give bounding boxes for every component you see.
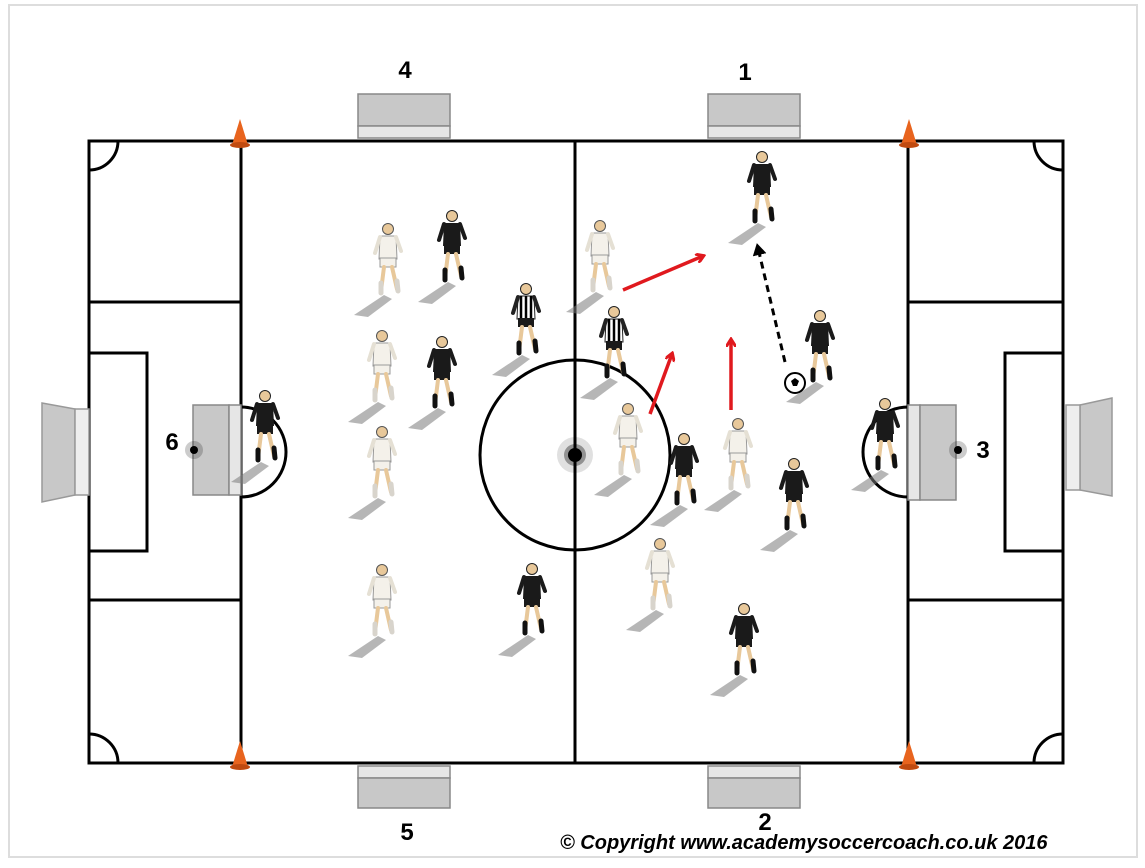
goal-1 <box>708 94 800 138</box>
left-outer-goal <box>42 403 89 502</box>
goal-3 <box>908 405 956 500</box>
goal-2 <box>708 766 800 808</box>
goal-label-4: 4 <box>398 57 412 84</box>
goal-4 <box>358 94 450 138</box>
copyright-text: © Copyright www.academysoccercoach.co.uk… <box>560 832 1140 858</box>
goal-label-1: 1 <box>738 59 751 86</box>
cone-icon <box>230 119 250 148</box>
goal-spot-6 <box>185 441 203 459</box>
center-spot <box>557 437 593 473</box>
goal-label-3: 3 <box>976 437 989 464</box>
goal-label-6: 6 <box>165 429 178 456</box>
goal-label-5: 5 <box>400 819 413 846</box>
goal-spot-3 <box>949 441 967 459</box>
cone-icon <box>899 119 919 148</box>
ball-icon <box>785 373 805 393</box>
goal-5 <box>358 766 450 808</box>
right-outer-goal <box>1066 398 1112 496</box>
